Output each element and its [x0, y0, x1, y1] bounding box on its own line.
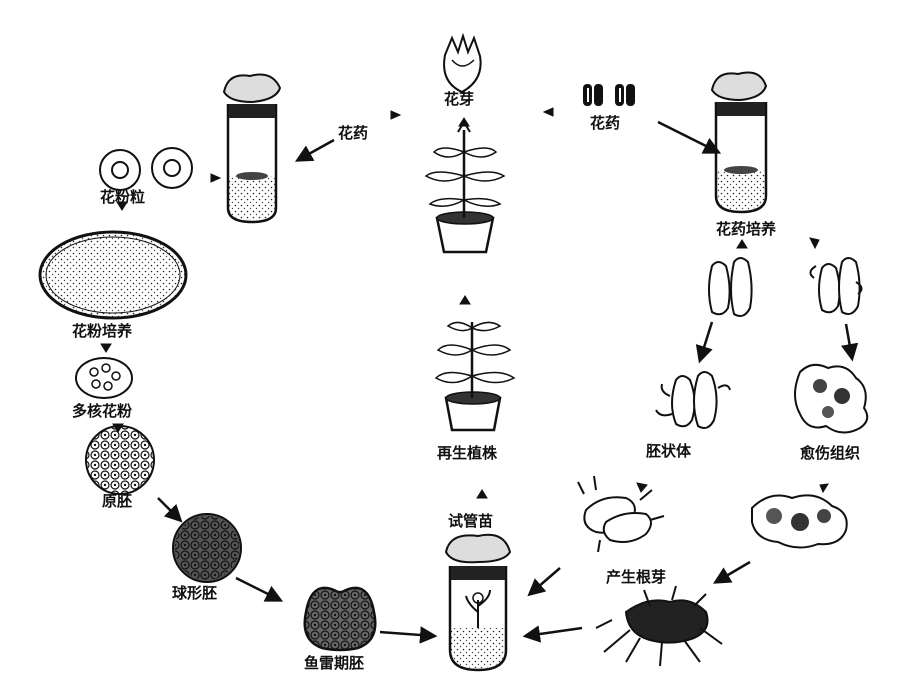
mature-plant-illustration [424, 120, 506, 254]
label-embryoid: 胚状体 [646, 442, 692, 460]
swollen-anther-left [708, 257, 753, 317]
label-anther-left: 花药 [338, 124, 369, 142]
pollen-culture-dish [38, 230, 188, 320]
regenerated-plant-illustration [434, 321, 516, 432]
label-proembryo: 原胚 [102, 492, 133, 510]
swollen-anther-right [809, 257, 863, 315]
test-tube-left [222, 73, 282, 224]
test-tube-right [710, 71, 768, 214]
label-test-tube-seedling: 试管苗 [448, 512, 494, 530]
label-regenerated-plant: 再生植株 [437, 444, 498, 462]
callus-illustration [794, 363, 869, 434]
anther-with-plantlets-illustration [577, 475, 665, 553]
torpedo-embryo-illustration [303, 586, 377, 652]
label-multinucleate-pollen: 多核花粉 [72, 402, 133, 420]
embryoid-illustration [655, 371, 731, 429]
globular-embryo-illustration [172, 513, 242, 583]
callus-clump-illustration [751, 494, 848, 549]
pollen-grains-illustration [99, 147, 193, 191]
proembryo-illustration [85, 425, 155, 495]
label-roots-and-buds: 产生根芽 [606, 568, 667, 586]
label-pollen-culture: 花粉培养 [72, 322, 133, 340]
flower-bud-illustration [443, 32, 482, 94]
label-anther-right: 花药 [590, 114, 621, 132]
label-callus: 愈伤组织 [800, 444, 861, 462]
test-tube-bottom [444, 533, 512, 672]
label-anther-culture: 花药培养 [716, 220, 777, 238]
label-pollen-grains: 花粉粒 [100, 188, 146, 206]
multinucleate-pollen-illustration [75, 357, 133, 399]
roots-and-buds-illustration [595, 585, 723, 667]
label-torpedo-embryo: 鱼雷期胚 [304, 654, 365, 672]
flow-arrows [100, 107, 859, 644]
anthers-illustration [583, 84, 635, 106]
label-flower-bud: 花芽 [444, 90, 475, 108]
label-globular-embryo: 球形胚 [172, 584, 218, 602]
